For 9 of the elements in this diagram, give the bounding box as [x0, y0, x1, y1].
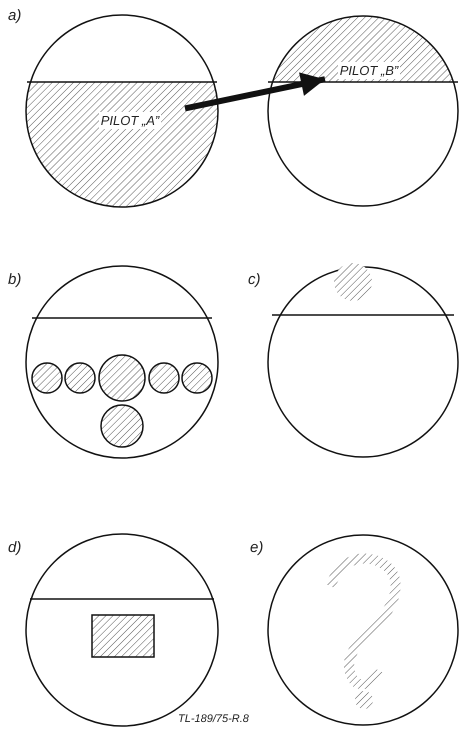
panel-letter: e): [250, 540, 264, 555]
panel-letter: a): [8, 8, 22, 23]
panel-letter: c): [248, 272, 260, 287]
pilot-label: PILOT „A”: [98, 112, 162, 128]
panel-letter: d): [8, 540, 22, 555]
arrow: [184, 72, 326, 112]
panel-letter: b): [8, 272, 22, 287]
pilot-label: PILOT „B”: [338, 62, 400, 78]
figure-reference: TL-189/75-R.8: [178, 714, 249, 725]
